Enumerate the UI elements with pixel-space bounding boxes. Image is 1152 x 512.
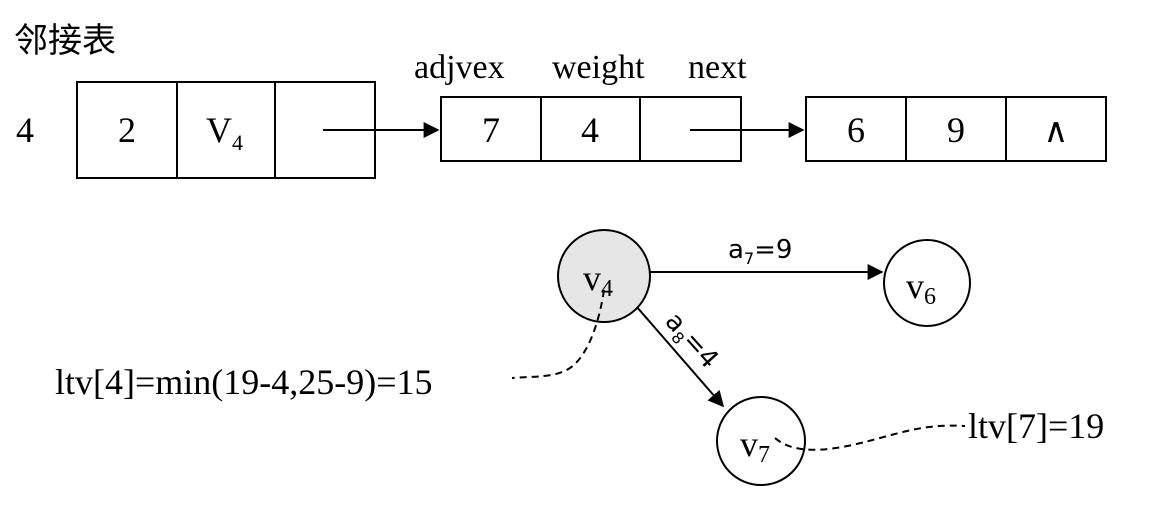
- vertex-v4: [557, 229, 651, 323]
- edge-label-a7: a7=9: [728, 235, 792, 268]
- vertex-v7: [716, 396, 806, 486]
- leader-line-ltv4: [511, 289, 605, 379]
- annotation-ltv4: ltv[4]=min(19-4,25-9)=15: [55, 362, 433, 402]
- field-label-weight: weight: [552, 49, 645, 86]
- title: 邻接表: [14, 21, 116, 61]
- edge-node-1-weight: 4: [581, 110, 599, 150]
- edge-node-2-null: ∧: [1044, 113, 1069, 150]
- vertex-v6: [883, 239, 971, 327]
- vertex-index: 4: [16, 110, 34, 150]
- leader-line-ltv7: [774, 424, 966, 451]
- edge-node-2-adjvex: 6: [847, 110, 865, 150]
- edge-node-1-adjvex: 7: [482, 110, 500, 150]
- vertex-v6-label: v6: [906, 266, 936, 310]
- head-node-data: V4: [206, 110, 243, 155]
- field-label-next: next: [688, 49, 747, 86]
- edge-node-box: [805, 96, 1107, 162]
- head-node-in-degree: 2: [118, 110, 136, 150]
- annotation-ltv7: ltv[7]=19: [968, 406, 1104, 446]
- edge-node-2: 6 9 ∧: [805, 96, 1107, 162]
- field-label-adjvex: adjvex: [414, 49, 505, 86]
- edge-v4-v7: [635, 305, 725, 408]
- edge-node-2-weight: 9: [947, 110, 965, 150]
- vertex-v7-label: v7: [740, 424, 770, 468]
